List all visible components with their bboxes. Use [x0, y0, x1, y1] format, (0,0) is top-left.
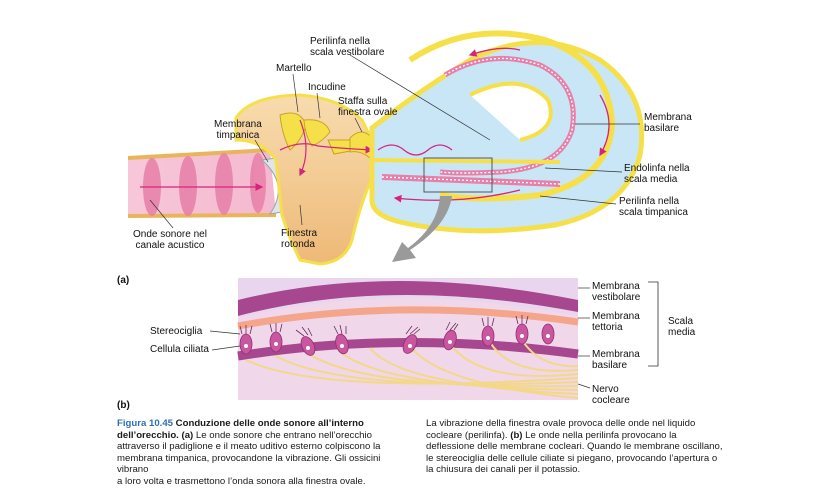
label-membrana-basilare-b: Membrana basilare: [592, 349, 640, 371]
label-stereociglia: Stereociglia: [150, 326, 203, 337]
panel-b-tag: (b): [117, 400, 130, 411]
label-endolinfa: Endolinfa nella scala media: [624, 163, 690, 185]
label-perilinfa-vestibolare: Perilinfa nella scala vestibolare: [310, 36, 385, 58]
zoom-arrow: [392, 196, 452, 262]
vestibular-membrane-band: [238, 281, 578, 316]
leader-lines-a: [149, 54, 640, 229]
caption-left: Figura 10.45 Conduzione delle onde sonor…: [117, 418, 381, 487]
figure-title: Conduzione delle onde sonore all’interno: [175, 418, 364, 429]
label-membrana-basilare-a: Membrana basilare: [644, 112, 692, 134]
caption-right: La vibrazione della finestra ovale provo…: [426, 418, 723, 476]
cochlea: [369, 30, 645, 234]
zoom-box: [423, 157, 493, 193]
panel-a-illustration: [127, 30, 645, 266]
hair-cells: [239, 315, 555, 356]
label-onde-sonore: Onde sonore nel canale acustico: [133, 229, 207, 251]
label-membrana-timpanica: Membrana timpanica: [214, 119, 262, 141]
leader-lines-b: [209, 287, 591, 389]
label-perilinfa-timpanica: Perilinfa nella scala timpanica: [619, 196, 688, 218]
label-finestra-rotonda: Finestra rotonda: [281, 228, 318, 250]
label-nervo-cocleare: Nervo cocleare: [592, 384, 630, 406]
cochlear-nerve-fibers: [245, 339, 579, 399]
label-martello: Martello: [276, 63, 312, 74]
middle-ear-bone: [234, 93, 374, 266]
label-incudine: Incudine: [308, 82, 346, 93]
label-cellula-ciliata: Cellula ciliata: [150, 344, 209, 355]
tectorial-membrane-band: [237, 306, 579, 330]
panel-b-illustration: [209, 278, 659, 400]
label-membrana-tettoria: Membrana tettoria: [592, 311, 640, 333]
panel-a-tag: (a): [117, 275, 130, 286]
label-staffa: Staffa sulla finestra ovale: [338, 96, 398, 118]
figure-number: Figura 10.45: [117, 418, 173, 429]
label-scala-media: Scala media: [668, 316, 696, 338]
label-membrana-vestibolare: Membrana vestibolare: [592, 281, 641, 303]
ear-canal: [127, 148, 277, 218]
